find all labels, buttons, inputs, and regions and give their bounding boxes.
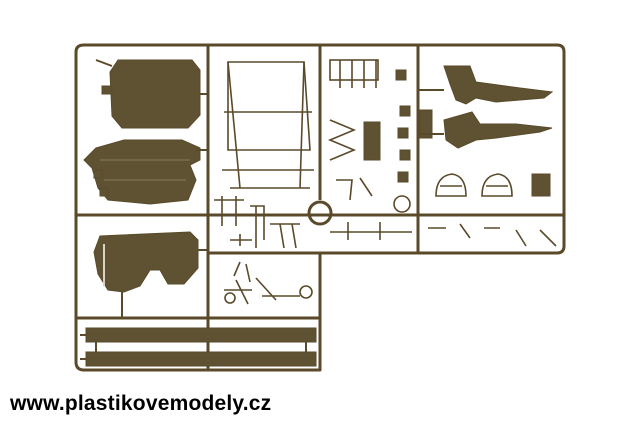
hull-panel-bottom [93,231,208,318]
arm-parts [418,65,554,149]
wire-frame-part [222,61,314,189]
track-rails [80,327,317,367]
small-parts-center [214,196,313,305]
small-blocks [395,69,433,183]
sprue-frame [74,43,566,372]
wheel-parts [428,173,557,247]
watermark-text: www.plastikovemodely.cz [10,392,272,415]
hull-panel-middle [83,139,208,205]
clip-parts [327,59,412,240]
hull-panel-top [95,59,208,129]
